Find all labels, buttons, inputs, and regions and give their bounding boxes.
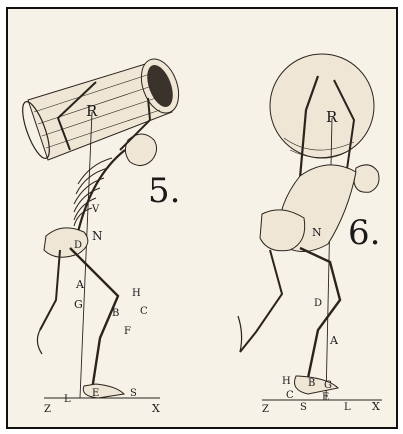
label-6-Z: Z	[262, 404, 269, 415]
label-5-R: R	[86, 102, 98, 120]
gravity-line-6	[326, 118, 332, 400]
label-5-D: D	[74, 240, 82, 251]
label-6-A: A	[329, 334, 339, 347]
cylinder-load	[17, 54, 185, 161]
label-6-C: C	[286, 390, 294, 401]
label-6-S: S	[300, 402, 307, 413]
label-5-B: B	[112, 308, 119, 319]
gravity-line-5	[80, 112, 92, 398]
label-5-H: H	[132, 288, 141, 299]
label-6-D: D	[314, 298, 322, 309]
label-5-E: E	[92, 388, 99, 399]
figure-5-number: 5.	[148, 171, 180, 211]
label-6-G: G	[324, 380, 332, 391]
label-6-E: E	[322, 392, 329, 403]
label-5-Z: Z	[44, 404, 51, 415]
label-5-L: L	[64, 394, 71, 405]
figure-6-number: 6.	[348, 213, 380, 253]
label-6-L: L	[344, 402, 351, 413]
label-5-S: S	[130, 388, 137, 399]
label-5-V: V	[91, 204, 100, 215]
label-6-X: X	[372, 400, 380, 413]
label-6-N: N	[312, 226, 322, 239]
label-6-B: B	[308, 378, 315, 389]
label-5-F: F	[124, 326, 131, 337]
label-5-C: C	[140, 306, 148, 317]
label-5-G: G	[74, 298, 83, 311]
label-5-A: A	[75, 278, 85, 291]
sphere-load	[270, 54, 374, 158]
label-5-X: X	[152, 402, 160, 415]
label-6-R: R	[326, 108, 338, 126]
label-6-H: H	[282, 376, 291, 387]
figure-5	[17, 54, 185, 398]
label-5-N: N	[92, 229, 103, 243]
